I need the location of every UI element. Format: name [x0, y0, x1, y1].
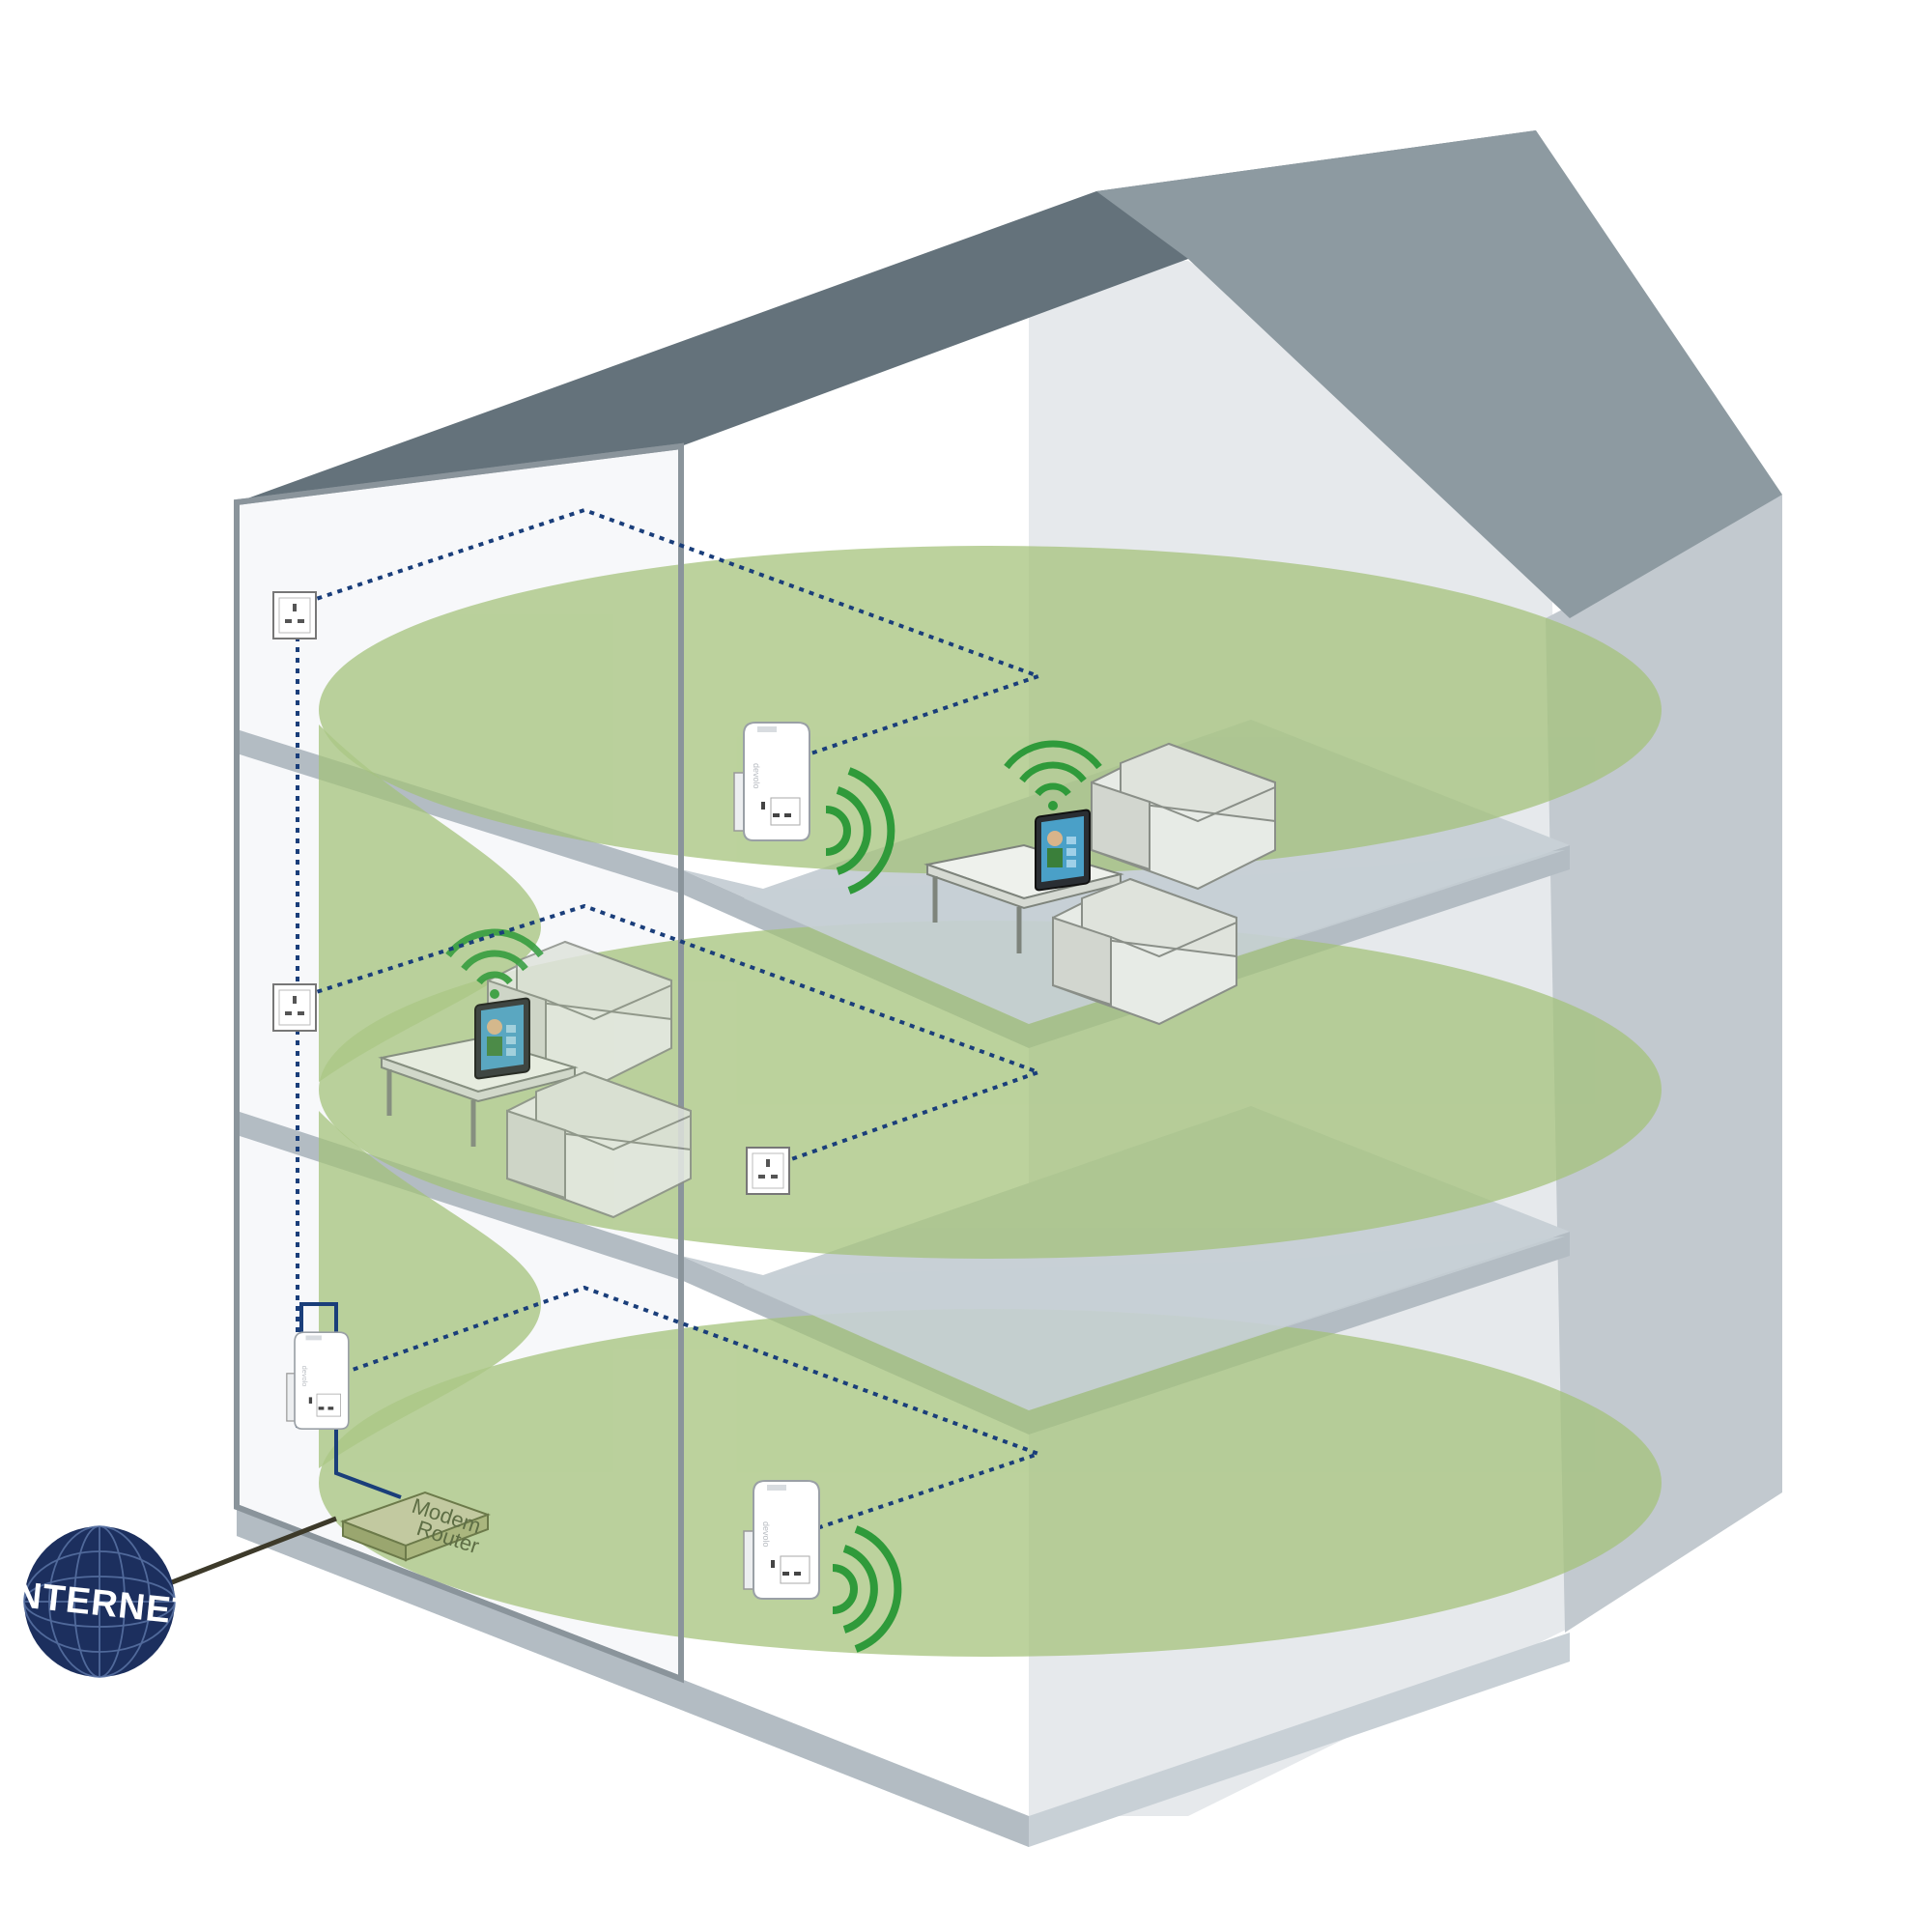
wall-socket-middle [272, 983, 317, 1032]
coverage-lobe-lower [319, 1111, 541, 1468]
wire-top [306, 507, 1045, 765]
internet-cable [171, 1516, 337, 1585]
ethernet-cable [299, 1302, 402, 1499]
floor-visible-mid [744, 1236, 1565, 1410]
adapter-ground: devolo [743, 1480, 820, 1600]
internet-globe: INTERNET [2, 1525, 196, 1678]
ground-slab [237, 1507, 1570, 1847]
adapter-top: devolo [733, 722, 810, 841]
wifi-coverage [319, 546, 1662, 1657]
coverage-lobe-upper [319, 724, 541, 1082]
powerline-wiring [296, 507, 1045, 1538]
tablet-top [1035, 809, 1091, 892]
roof-side [1096, 130, 1782, 618]
coverage-zone-bottom [319, 1309, 1662, 1657]
tablet-mid [474, 997, 530, 1080]
wall-socket-middle-right [746, 1147, 790, 1195]
adapter-brand-label: devolo [761, 1521, 771, 1548]
house-side-wall [1546, 495, 1782, 1633]
coverage-zone-top [319, 546, 1662, 874]
adapter-brand-label: devolo [300, 1366, 309, 1387]
wire-middle [306, 903, 1044, 1166]
wall-socket-top [272, 591, 317, 639]
adapter-brand-label: devolo [752, 763, 761, 789]
adapter-ground-left: devolo [286, 1331, 350, 1431]
